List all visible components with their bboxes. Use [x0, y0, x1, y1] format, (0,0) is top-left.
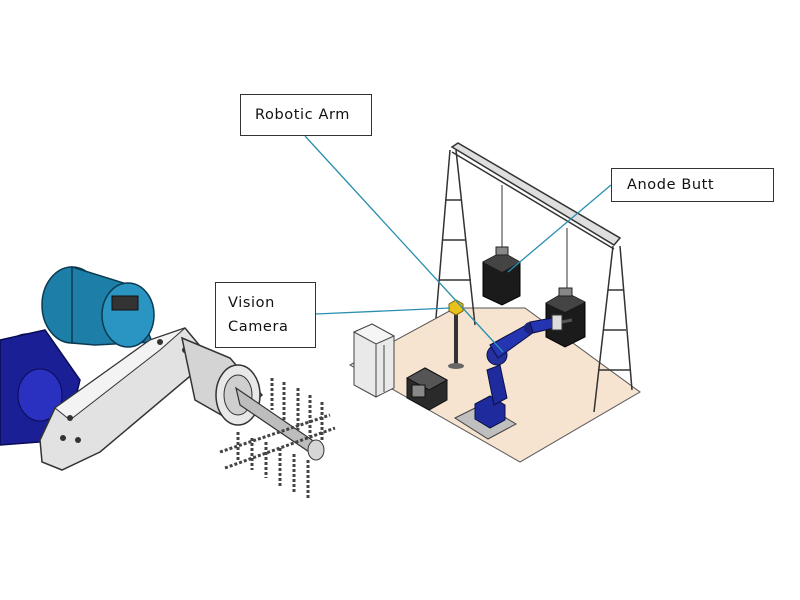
anode-butt-label: Anode Butt	[611, 168, 774, 202]
vision-camera-label: Vision Camera	[215, 282, 316, 348]
robotic-arm-label-text: Robotic Arm	[255, 107, 351, 123]
leader-lines	[304, 135, 612, 353]
gantry-frame-icon	[435, 142, 633, 413]
gripper-motor-assembly-icon	[0, 265, 336, 500]
control-cabinet-icon	[352, 323, 396, 398]
vision-camera-label-line1: Vision	[228, 295, 275, 311]
vision-camera-label-line2: Camera	[228, 319, 289, 335]
leader-line-anode-butt	[507, 184, 612, 273]
robotic-arm-icon	[453, 314, 573, 440]
leader-line-robotic-arm	[304, 135, 504, 353]
leader-line-vision-camera	[315, 307, 451, 315]
robotic-arm-label: Robotic Arm	[240, 94, 372, 136]
anode-butt-block-icon	[482, 246, 586, 348]
controller-box-icon	[405, 367, 449, 411]
anode-butt-label-text: Anode Butt	[627, 177, 715, 193]
